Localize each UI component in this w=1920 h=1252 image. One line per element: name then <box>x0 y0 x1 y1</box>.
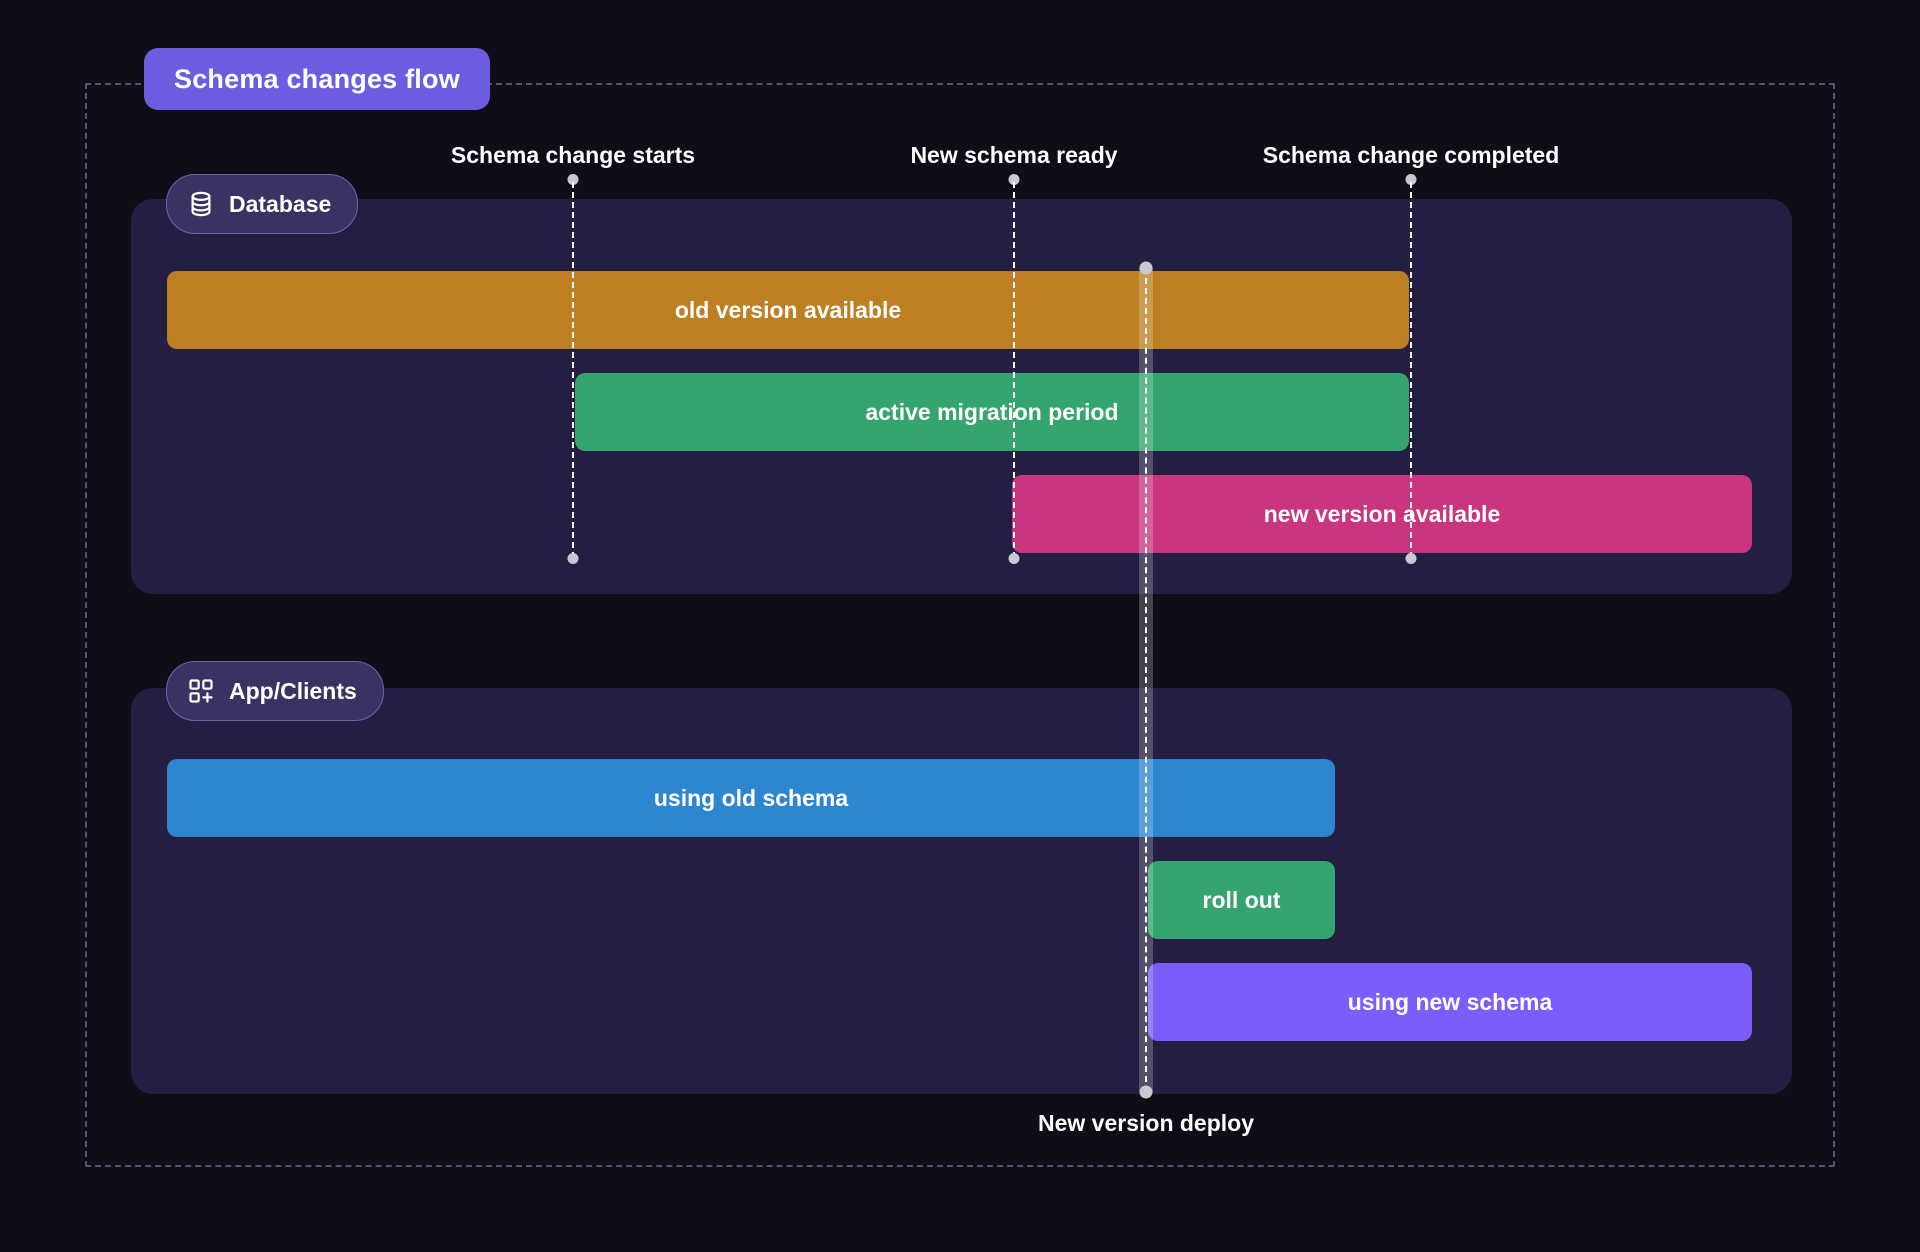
milestone-label: Schema change starts <box>450 142 696 168</box>
lane-label-database: Database <box>229 190 332 217</box>
milestone-dashed-line <box>572 182 574 558</box>
bar-using-old-schema[interactable]: using old schema <box>167 759 1335 837</box>
grid-plus-icon <box>187 677 215 705</box>
bar-using-new-schema[interactable]: using new schema <box>1148 963 1752 1041</box>
lane-chip-app-clients[interactable]: App/Clients <box>166 661 384 721</box>
bar-label: using new schema <box>1347 988 1553 1015</box>
milestone-label: New schema ready <box>910 142 1118 168</box>
bar-old-version-available[interactable]: old version available <box>167 271 1409 349</box>
page-title: Schema changes flow <box>174 63 460 94</box>
deploy-marker-dot-bottom <box>1139 1085 1153 1099</box>
milestone-dot-top <box>567 174 579 185</box>
milestone-label: Schema change completed <box>1262 142 1560 168</box>
bar-roll-out[interactable]: roll out <box>1148 861 1335 939</box>
bar-label: new version available <box>1263 500 1501 527</box>
lane-chip-database[interactable]: Database <box>166 174 359 234</box>
milestone-dot-bottom <box>1008 553 1020 564</box>
deploy-marker-line <box>1145 268 1147 1092</box>
bar-label: using old schema <box>653 784 849 811</box>
bar-label: active migration period <box>865 398 1119 425</box>
bar-new-version-available[interactable]: new version available <box>1012 475 1752 553</box>
milestone-dashed-line <box>1410 182 1412 558</box>
bar-active-migration-period[interactable]: active migration period <box>575 373 1409 451</box>
database-icon <box>187 190 215 218</box>
milestone-dot-top <box>1008 174 1020 185</box>
milestone-dashed-line <box>1013 182 1015 558</box>
deploy-marker-label: New version deploy <box>1037 1110 1255 1136</box>
diagram-frame <box>85 83 1835 1167</box>
milestone-dot-bottom <box>567 553 579 564</box>
bar-label: old version available <box>674 296 902 323</box>
diagram-title-chip: Schema changes flow <box>144 48 490 110</box>
milestone-dot-top <box>1405 174 1417 185</box>
lane-label-app-clients: App/Clients <box>229 677 357 704</box>
bar-label: roll out <box>1202 886 1281 913</box>
deploy-marker-dot-top <box>1139 261 1153 275</box>
milestone-dot-bottom <box>1405 553 1417 564</box>
